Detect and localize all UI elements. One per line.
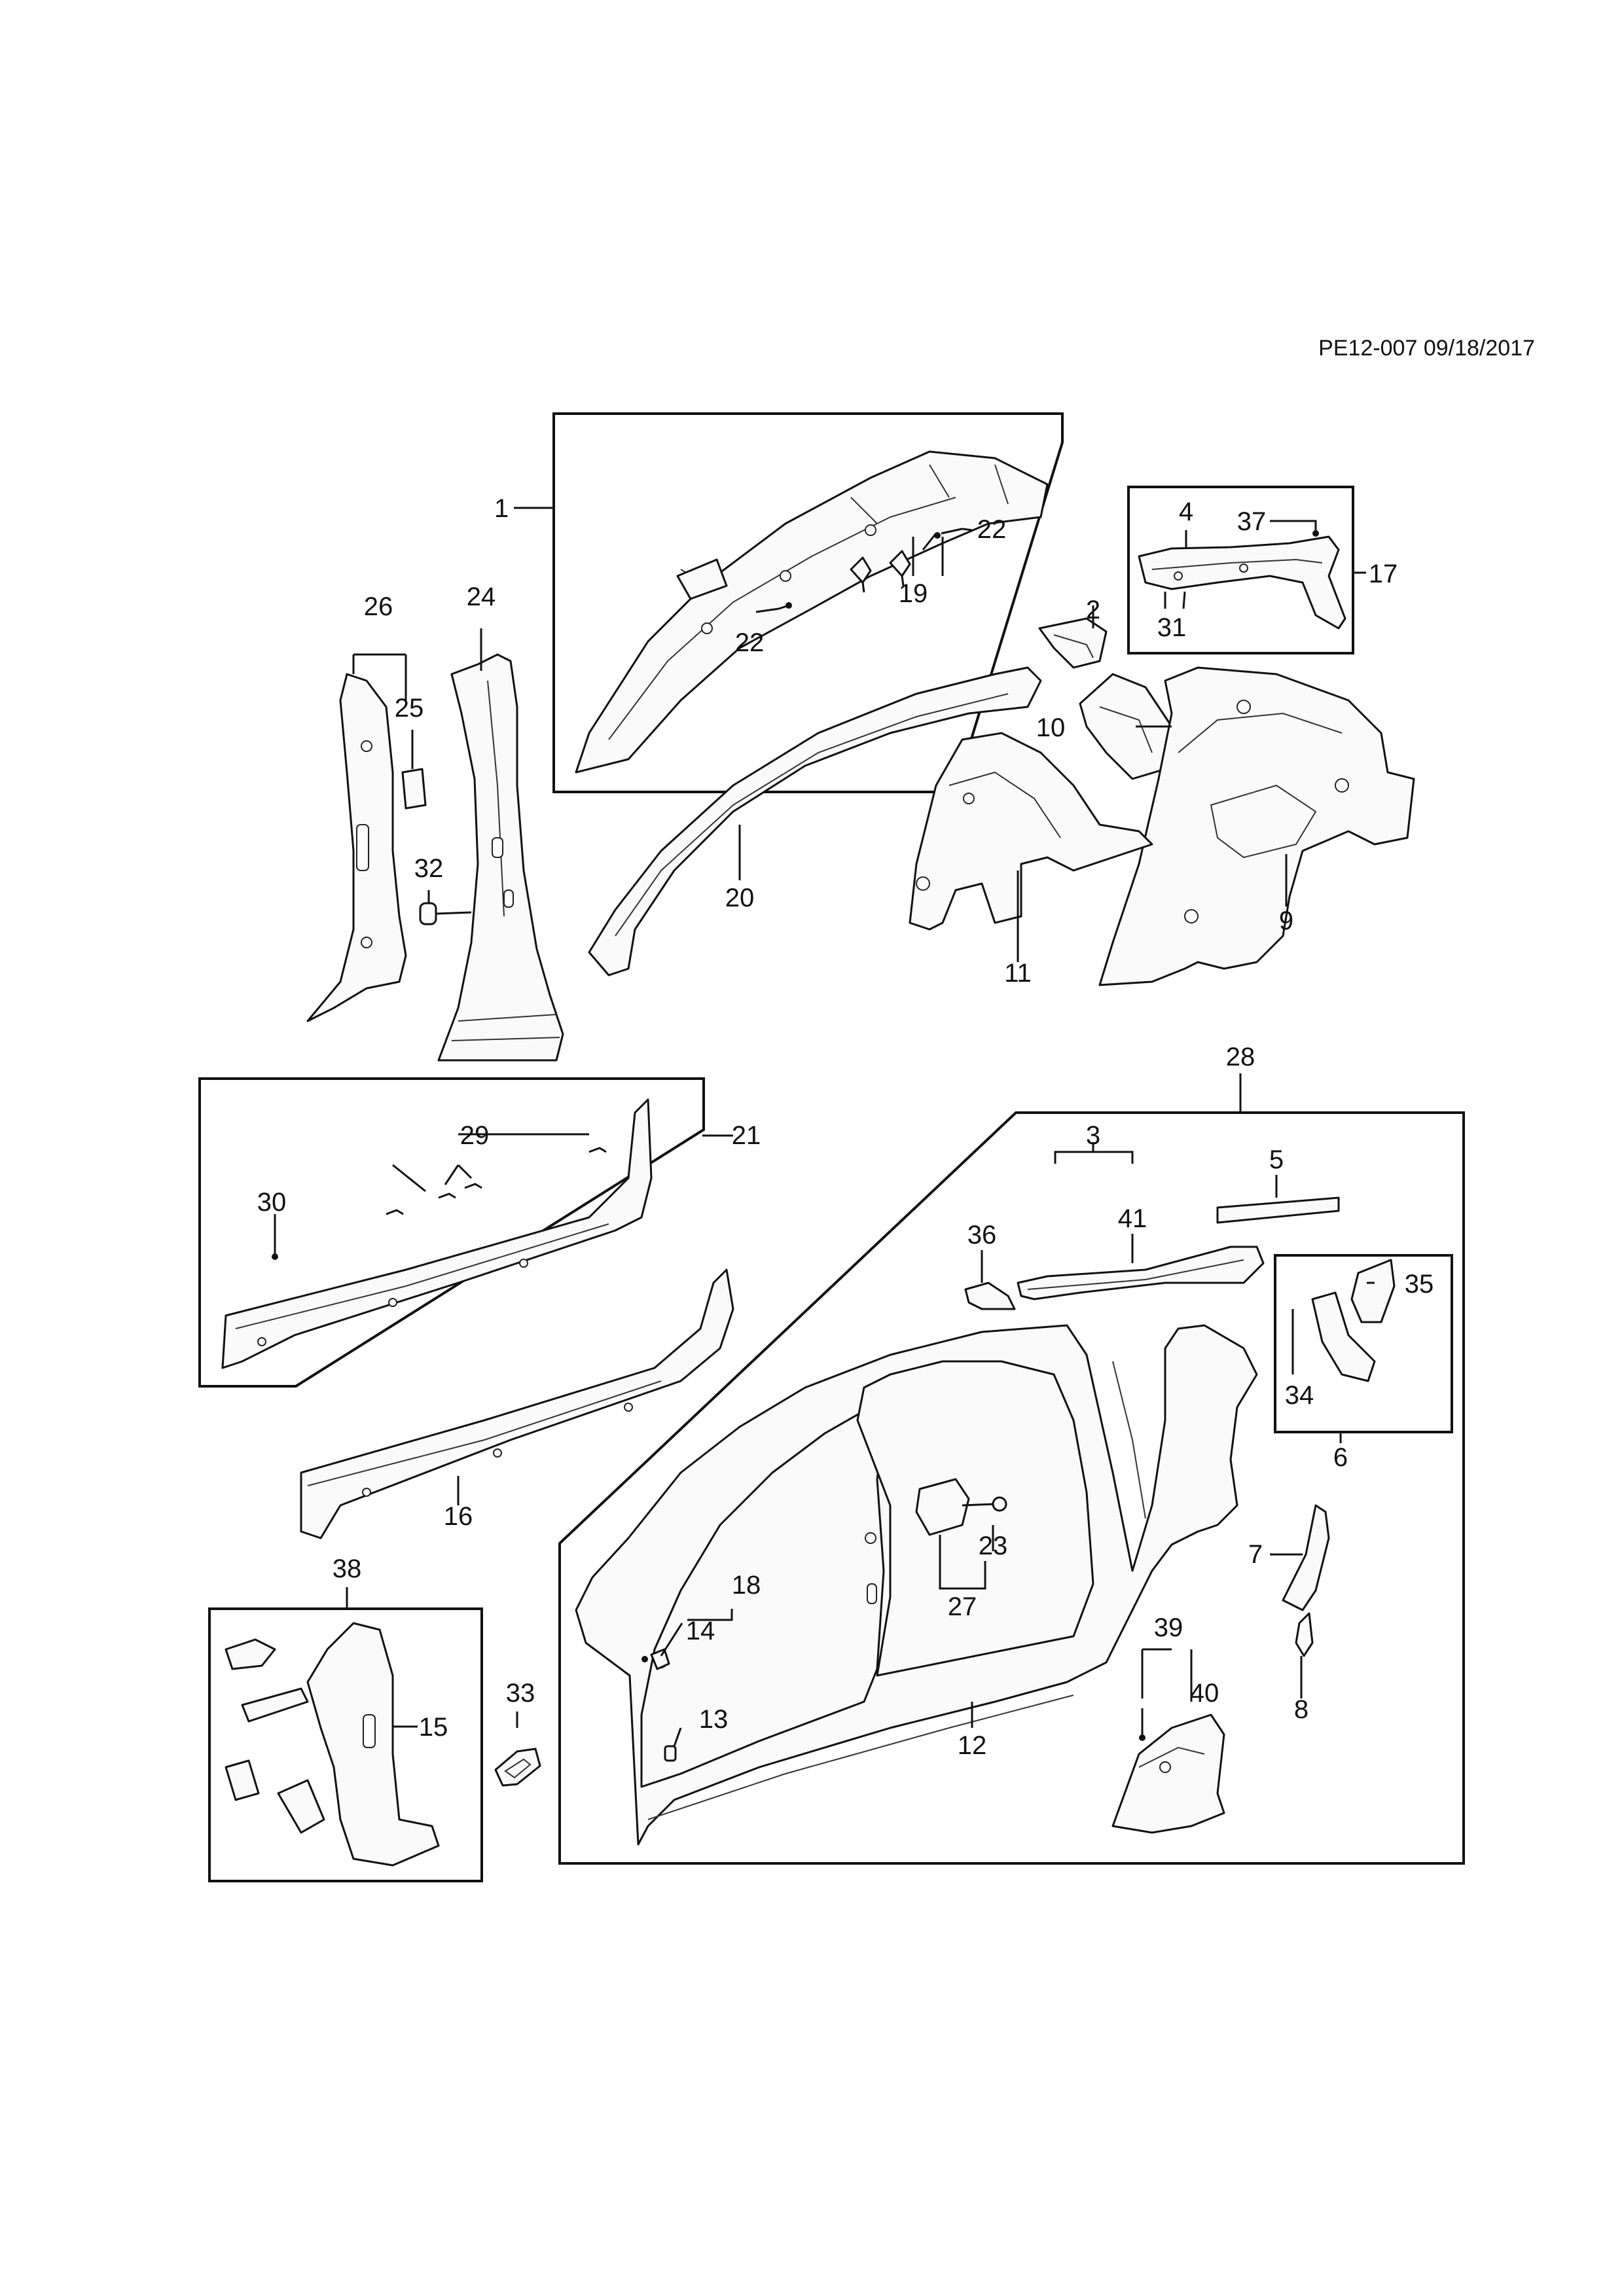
group-box-6 <box>1274 1254 1453 1433</box>
roof-rail-clips-part <box>850 550 911 593</box>
callout-2: 2 <box>1086 596 1100 624</box>
group-box-38 <box>208 1607 483 1882</box>
rail-reinforcement-part-41 <box>1017 1246 1265 1300</box>
callout-20: 20 <box>725 884 755 912</box>
callout-13: 13 <box>699 1705 729 1734</box>
hinge-bracket-parts <box>225 1638 325 1834</box>
callout-14: 14 <box>686 1617 715 1645</box>
group-box-1 <box>552 412 1064 793</box>
clip-part-14 <box>641 1648 670 1670</box>
callout-6: 6 <box>1333 1443 1348 1472</box>
leader-lines <box>274 507 1375 1747</box>
callout-41: 41 <box>1118 1204 1147 1233</box>
callout-18: 18 <box>732 1571 761 1600</box>
bracket-part-7 <box>1282 1504 1330 1611</box>
b-pillar-outer-part <box>437 653 564 1062</box>
label-pad-part-25 <box>401 768 427 810</box>
bracket-part-34 <box>1311 1291 1376 1382</box>
hinge-pillar-part <box>306 1622 440 1867</box>
b-pillar-inner-part <box>306 673 407 1022</box>
callout-8: 8 <box>1294 1695 1308 1724</box>
pad-part-5 <box>1216 1196 1340 1224</box>
callout-19: 19 <box>899 579 928 608</box>
callout-29: 29 <box>460 1121 490 1150</box>
body-side-outer-panel-part <box>575 1324 1258 1846</box>
clip-part-13 <box>664 1745 677 1762</box>
callout-5: 5 <box>1269 1145 1284 1174</box>
callout-33: 33 <box>506 1679 535 1708</box>
callout-9: 9 <box>1279 906 1293 935</box>
rocker-reinforcement-part <box>300 1268 734 1539</box>
callout-4: 4 <box>1179 497 1193 526</box>
callout-35: 35 <box>1405 1270 1434 1299</box>
callout-24: 24 <box>467 583 496 611</box>
callout-1: 1 <box>494 494 509 523</box>
plug-part-33 <box>494 1748 541 1787</box>
bracket-part-35 <box>1350 1259 1396 1323</box>
callout-16: 16 <box>444 1502 473 1531</box>
rocker-clips-part-29 <box>386 1147 607 1215</box>
callout-34: 34 <box>1285 1381 1314 1410</box>
callout-12: 12 <box>958 1731 987 1760</box>
group-box-17 <box>1127 486 1354 655</box>
wheelhouse-inner-part <box>909 732 1153 931</box>
rocker-inner-part <box>221 1098 653 1369</box>
callout-38: 38 <box>333 1554 362 1583</box>
callout-37: 37 <box>1237 507 1267 536</box>
group-box-28 <box>558 1111 1465 1865</box>
callout-27: 27 <box>948 1592 977 1621</box>
callout-23: 23 <box>979 1532 1008 1560</box>
plug-part-32 <box>419 902 472 925</box>
wheelhouse-liner-part-40 <box>1111 1713 1225 1834</box>
callout-26: 26 <box>364 592 393 621</box>
quarter-inner-panel-part <box>1098 666 1415 986</box>
callout-labels: 1 2 3 4 5 6 7 8 9 10 11 12 13 14 15 16 1… <box>257 494 1434 1760</box>
callout-11: 11 <box>1004 959 1032 988</box>
rail-extension-part <box>1138 535 1346 630</box>
callout-32: 32 <box>414 854 444 883</box>
lock-striker-part <box>915 1478 1007 1536</box>
roof-rail-outer-part <box>588 666 1042 977</box>
leader-dots <box>272 530 1319 1741</box>
callout-7: 7 <box>1248 1540 1263 1569</box>
callout-39: 39 <box>1154 1613 1183 1642</box>
callout-36: 36 <box>967 1221 997 1249</box>
diagram-reference: PE12-007 09/18/2017 <box>1318 336 1535 361</box>
callout-22-upper: 22 <box>977 515 1007 544</box>
bracket-part-8 <box>1295 1612 1314 1657</box>
callout-40: 40 <box>1190 1679 1219 1708</box>
callout-28: 28 <box>1226 1043 1255 1071</box>
callout-25: 25 <box>395 694 424 723</box>
callout-15: 15 <box>419 1713 448 1742</box>
callout-30: 30 <box>257 1188 287 1217</box>
roof-rail-inner-part <box>575 450 1049 774</box>
callout-31: 31 <box>1157 613 1187 642</box>
callout-10: 10 <box>1036 713 1066 742</box>
callout-21: 21 <box>732 1121 761 1150</box>
callout-22-lower: 22 <box>735 628 765 657</box>
callout-17: 17 <box>1369 560 1398 588</box>
bracket-part-2 <box>1038 617 1108 669</box>
bracket-part-36 <box>964 1282 1016 1310</box>
callout-3: 3 <box>1086 1121 1100 1150</box>
